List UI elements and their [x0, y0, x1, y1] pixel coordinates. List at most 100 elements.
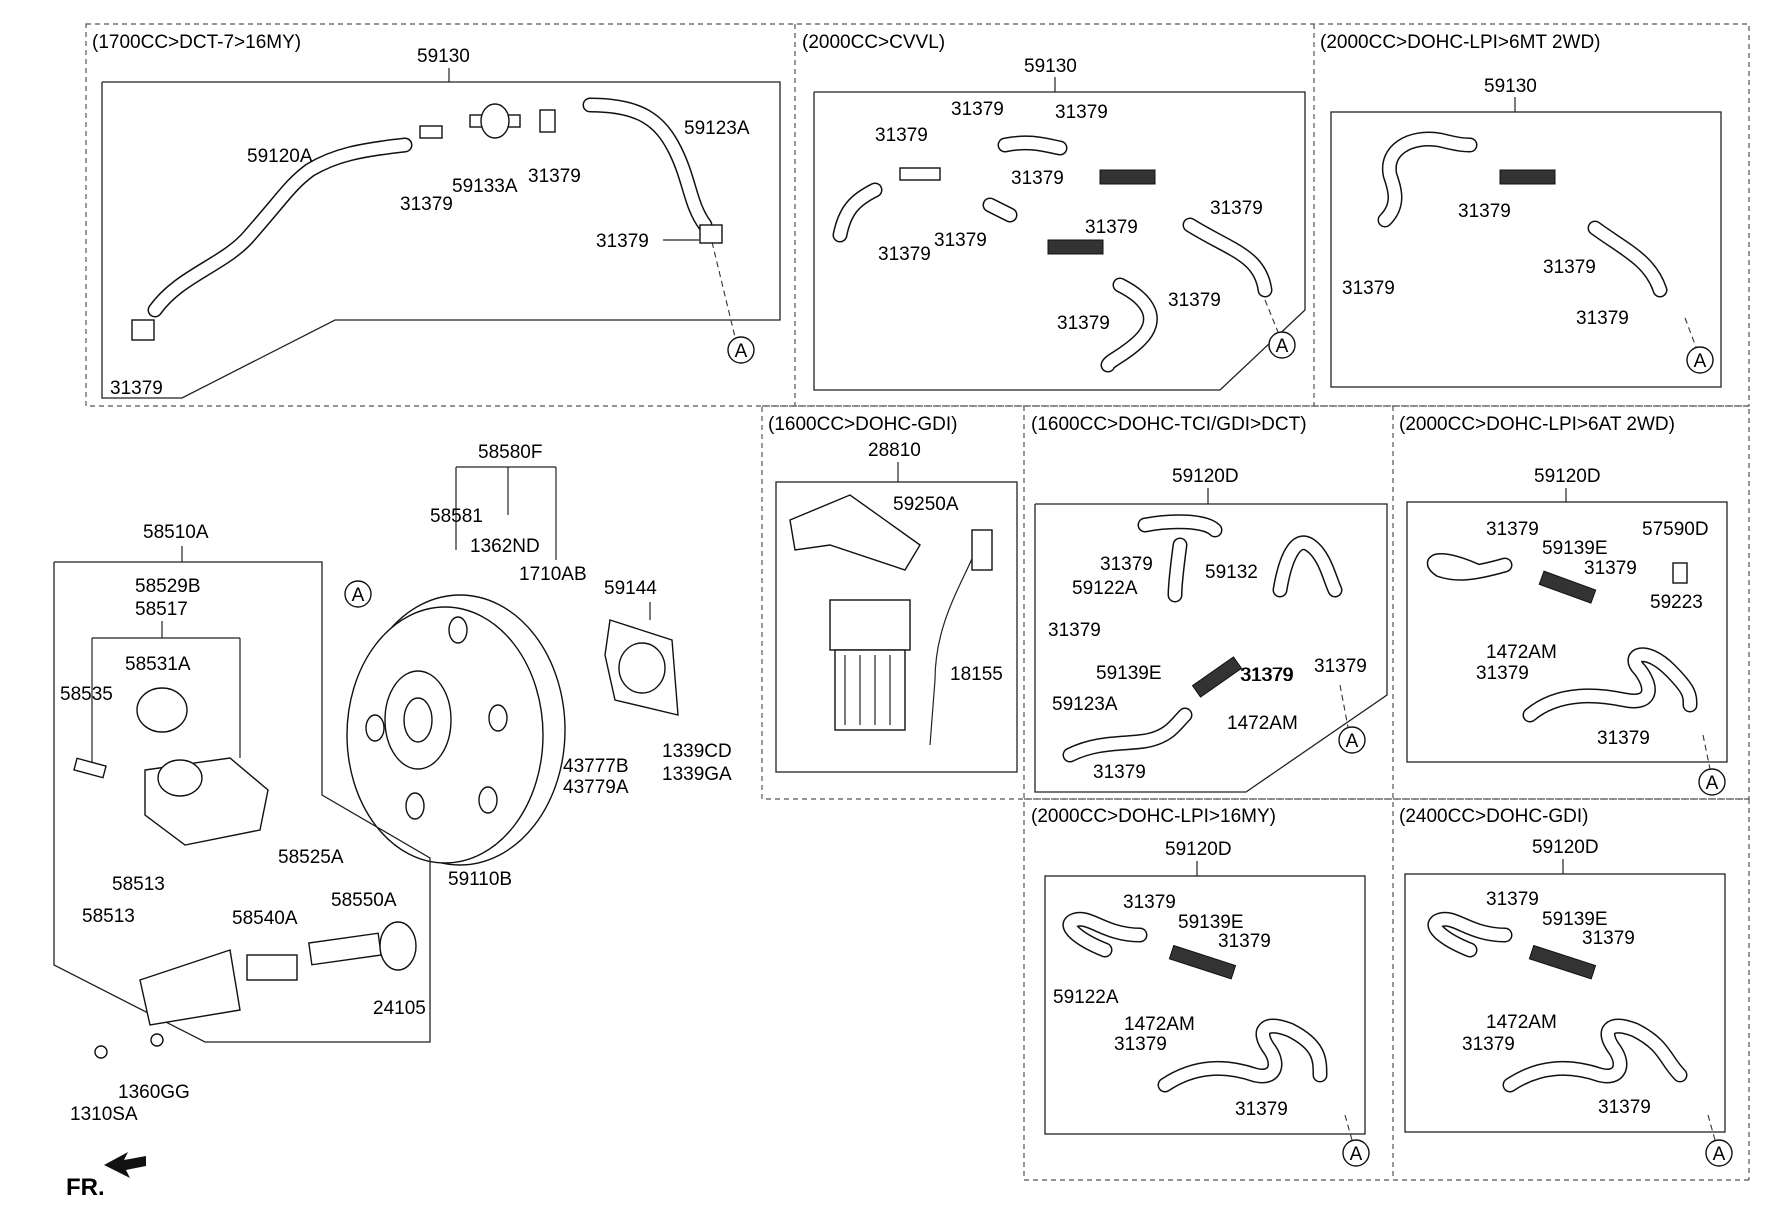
- part-label: 31379: [1598, 1097, 1651, 1118]
- assembly-label: 59130: [417, 46, 470, 67]
- part-label: 31379: [528, 166, 581, 187]
- part-label: 59132: [1205, 562, 1258, 583]
- ref-marker-a: A: [1713, 1144, 1726, 1165]
- front-label: FR.: [66, 1174, 105, 1201]
- part-label: 31379: [1486, 889, 1539, 910]
- assembly-label: 59130: [1024, 56, 1077, 77]
- part-label: 59139E: [1542, 538, 1608, 559]
- part-label: 24105: [373, 998, 426, 1019]
- part-label: 59123A: [1052, 694, 1118, 715]
- part-label: 58529B: [135, 576, 201, 597]
- panel-header: (2000CC>CVVL): [802, 32, 945, 53]
- part-label: 43777B: [563, 756, 629, 777]
- part-label: 58550A: [331, 890, 397, 911]
- part-label: 31379: [878, 244, 931, 265]
- part-label: 59223: [1650, 592, 1703, 613]
- part-label: 31379: [1476, 663, 1529, 684]
- assembly-label: 59120D: [1172, 466, 1239, 487]
- part-label: 59144: [604, 578, 657, 599]
- part-label: 1339CD: [662, 741, 732, 762]
- panel-1600cc-gdi: (1600CC>DOHC-GDI) 28810 59250A 18155: [768, 414, 1018, 773]
- part-label: 31379: [1218, 931, 1271, 952]
- front-indicator: FR.: [66, 1152, 146, 1201]
- part-label: 31379: [951, 99, 1004, 120]
- panel-header: (1600CC>DOHC-GDI): [768, 414, 958, 435]
- part-label: 58535: [60, 684, 113, 705]
- part-label: 31379: [400, 194, 453, 215]
- front-arrow-icon: [104, 1152, 146, 1178]
- part-label: 31379: [1576, 308, 1629, 329]
- panel-2000cc-cvvl: (2000CC>CVVL) 59130 A 31379 31379 31379 …: [802, 32, 1306, 391]
- main-brake-assembly: 58580F 58581 1362ND 1710AB 59144 A 43777…: [53, 442, 732, 1125]
- part-label: 1339GA: [662, 764, 732, 785]
- part-label: 58531A: [125, 654, 191, 675]
- part-label: 1472AM: [1486, 642, 1557, 663]
- part-label: 58513: [82, 906, 135, 927]
- part-label: 31379: [1057, 313, 1110, 334]
- part-label: 59110B: [448, 869, 512, 890]
- assembly-label: 59130: [1484, 76, 1537, 97]
- part-label: 58580F: [478, 442, 542, 463]
- part-label: 59122A: [1053, 987, 1119, 1008]
- part-label: 59122A: [1072, 578, 1138, 599]
- part-label: 31379: [1543, 257, 1596, 278]
- part-label: 58525A: [278, 847, 344, 868]
- panel-1700cc-dct: (1700CC>DCT-7>16MY) 59130 A 59120A 31379…: [92, 32, 781, 399]
- panel-1600cc-tci: (1600CC>DOHC-TCI/GDI>DCT) 59120D A 31379…: [1031, 414, 1388, 793]
- ref-marker-a: A: [1346, 731, 1359, 752]
- part-label: 31379: [596, 231, 649, 252]
- part-label: 59120A: [247, 146, 313, 167]
- part-label: 59123A: [684, 118, 750, 139]
- ref-marker-a: A: [1276, 336, 1289, 357]
- part-label: 57590D: [1642, 519, 1709, 540]
- part-label: 59139E: [1096, 663, 1162, 684]
- part-label: 1710AB: [519, 564, 587, 585]
- part-label: 31379: [110, 378, 163, 399]
- panel-2000cc-lpi-6at: (2000CC>DOHC-LPI>6AT 2WD) 59120D A 31379…: [1399, 414, 1728, 796]
- part-label: 31379: [1240, 665, 1293, 686]
- part-label: 59139E: [1178, 912, 1244, 933]
- part-label: 59250A: [893, 494, 959, 515]
- part-label: 31379: [1055, 102, 1108, 123]
- panel-header: (2400CC>DOHC-GDI): [1399, 806, 1589, 827]
- ref-marker-a: A: [1350, 1144, 1363, 1165]
- part-label: 18155: [950, 664, 1003, 685]
- panel-header: (1700CC>DCT-7>16MY): [92, 32, 301, 53]
- part-label: 31379: [1597, 728, 1650, 749]
- part-label: 58513: [112, 874, 165, 895]
- panel-header: (2000CC>DOHC-LPI>16MY): [1031, 806, 1276, 827]
- part-label: 31379: [1584, 558, 1637, 579]
- panel-2400cc-gdi: (2400CC>DOHC-GDI) 59120D A 31379 59139E …: [1399, 806, 1733, 1167]
- panel-header: (1600CC>DOHC-TCI/GDI>DCT): [1031, 414, 1307, 435]
- part-label: 31379: [1582, 928, 1635, 949]
- ref-marker-a: A: [352, 585, 365, 606]
- part-label: 31379: [1210, 198, 1263, 219]
- panel-header: (2000CC>DOHC-LPI>6AT 2WD): [1399, 414, 1675, 435]
- part-label: 31379: [875, 125, 928, 146]
- assembly-label: 59120D: [1165, 839, 1232, 860]
- part-label: 58581: [430, 506, 483, 527]
- part-label: 1472AM: [1227, 713, 1298, 734]
- part-label: 1360GG: [118, 1082, 190, 1103]
- part-label: 58517: [135, 599, 188, 620]
- part-label: 31379: [1486, 519, 1539, 540]
- part-label: 1472AM: [1486, 1012, 1557, 1033]
- part-label: 31379: [1168, 290, 1221, 311]
- panel-2000cc-lpi-16my: (2000CC>DOHC-LPI>16MY) 59120D A 31379 59…: [1031, 806, 1370, 1167]
- part-label: 1472AM: [1124, 1014, 1195, 1035]
- part-label: 58510A: [143, 522, 209, 543]
- part-label: 59133A: [452, 176, 518, 197]
- part-label: 59139E: [1542, 909, 1608, 930]
- part-label: 58540A: [232, 908, 298, 929]
- ref-marker-a: A: [735, 341, 748, 362]
- part-label: 1310SA: [70, 1104, 138, 1125]
- ref-marker-a: A: [1706, 773, 1719, 794]
- part-label: 31379: [934, 230, 987, 251]
- assembly-label: 28810: [868, 440, 921, 461]
- part-label: 31379: [1458, 201, 1511, 222]
- part-label: 31379: [1093, 762, 1146, 783]
- section-frames: [85, 23, 1750, 1181]
- part-label: 31379: [1085, 217, 1138, 238]
- assembly-label: 59120D: [1532, 837, 1599, 858]
